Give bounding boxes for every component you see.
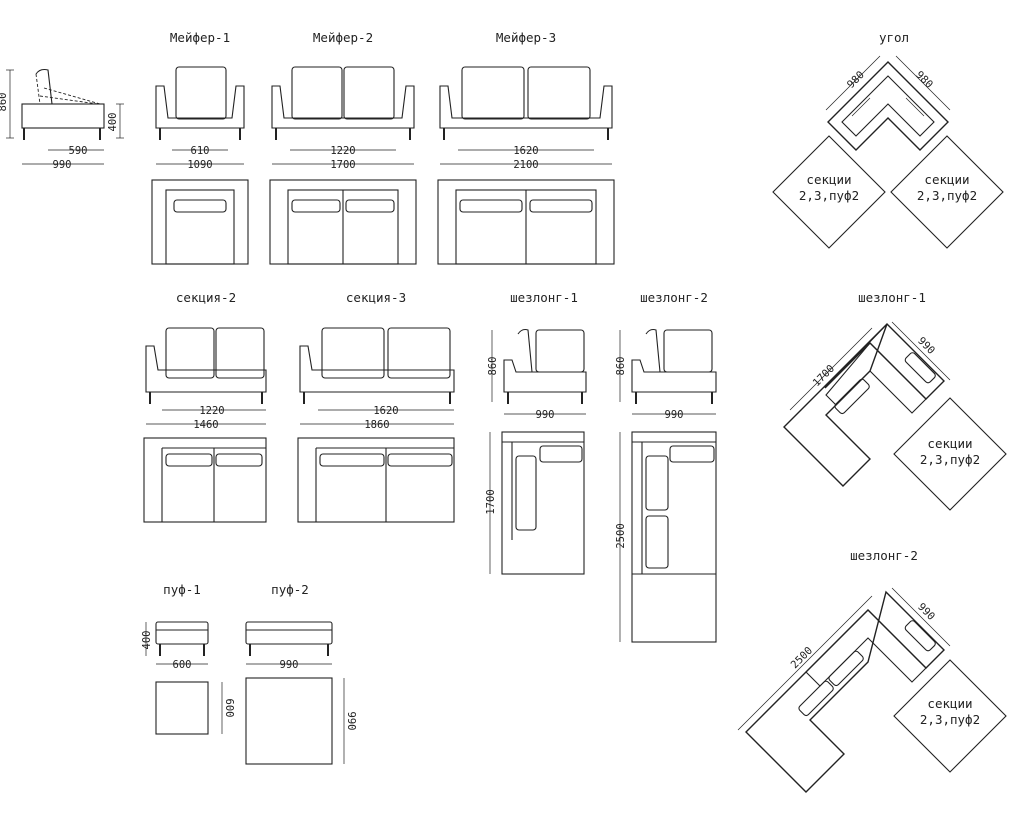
chaise-1-width: 990: [536, 409, 555, 421]
corner-left-sections-line1: секции: [806, 172, 851, 187]
mayfair-3-seat-width: 1620: [513, 145, 538, 157]
corner-title: угол: [879, 30, 909, 45]
chaise-1-drawing: шезлонг-1 860 990 1700: [485, 290, 587, 575]
side-view: 860 400 590 990: [0, 68, 124, 171]
mayfair-3-drawing: Мейфер-3 1620 2100: [437, 30, 615, 265]
pouf-1-drawing: пуф-1 400 600 600: [141, 582, 235, 735]
pouf-1-title: пуф-1: [163, 582, 201, 597]
mayfair-1-seat-width: 610: [191, 145, 210, 157]
section-3-title: секция-3: [346, 290, 406, 305]
pouf-1-height: 400: [141, 631, 153, 650]
corner-right-sections-line2: 2,3,пуф2: [917, 188, 977, 203]
corner-chaise-1-width: 990: [915, 335, 937, 357]
mayfair-2-title: Мейфер-2: [313, 30, 373, 45]
section-2-title: секция-2: [176, 290, 236, 305]
corner-right-sections-line1: секции: [924, 172, 969, 187]
chaise-2-height: 860: [615, 357, 627, 376]
pouf-2-depth: 990: [345, 712, 357, 731]
chaise-2-title: шезлонг-2: [640, 290, 708, 305]
section-2-drawing: секция-2 1220 1460: [143, 290, 267, 523]
side-depth-inner-label: 590: [69, 145, 88, 157]
corner-chaise-1-sections-line1: секции: [927, 436, 972, 451]
mayfair-1-width: 1090: [187, 159, 212, 171]
corner-left-sections-line2: 2,3,пуф2: [799, 188, 859, 203]
section-3-width: 1860: [364, 419, 389, 431]
side-seat-height-label: 400: [107, 113, 119, 132]
mayfair-1-drawing: Мейфер-1 610 1090: [151, 30, 249, 265]
mayfair-3-width: 2100: [513, 159, 538, 171]
chaise-1-height: 860: [487, 357, 499, 376]
corner-chaise-2-sections-line2: 2,3,пуф2: [920, 712, 980, 727]
section-2-seat-width: 1220: [199, 405, 224, 417]
corner-chaise-1-drawing: шезлонг-1 1700 990 секции 2,3,пуф2: [783, 290, 1007, 511]
mayfair-3-title: Мейфер-3: [496, 30, 556, 45]
corner-chaise-2-width: 990: [915, 601, 937, 623]
pouf-2-drawing: пуф-2 990 990: [245, 582, 357, 765]
section-3-drawing: секция-3 1620 1860: [297, 290, 455, 523]
mayfair-2-seat-width: 1220: [330, 145, 355, 157]
pouf-1-depth: 600: [223, 699, 235, 718]
corner-chaise-2-sections-line1: секции: [927, 696, 972, 711]
chaise-2-width: 990: [665, 409, 684, 421]
pouf-2-title: пуф-2: [271, 582, 309, 597]
corner-chaise-2-drawing: шезлонг-2 2500 990 секции 2,3,пуф2: [737, 548, 1007, 793]
mayfair-2-drawing: Мейфер-2 1220 1700: [269, 30, 417, 265]
chaise-1-title: шезлонг-1: [510, 290, 578, 305]
chaise-2-drawing: шезлонг-2 860 990 2500: [615, 290, 717, 643]
chaise-1-length: 1700: [485, 489, 497, 514]
section-2-width: 1460: [193, 419, 218, 431]
section-3-seat-width: 1620: [373, 405, 398, 417]
corner-chaise-1-title: шезлонг-1: [858, 290, 926, 305]
side-depth-label: 990: [53, 159, 72, 171]
side-height-label: 860: [0, 93, 9, 112]
corner-chaise-2-title: шезлонг-2: [850, 548, 918, 563]
mayfair-2-width: 1700: [330, 159, 355, 171]
pouf-2-width: 990: [280, 659, 299, 671]
corner-right-dim: 980: [913, 69, 935, 91]
corner-drawing: угол 980 980 секции 2,3,пуф2 секции 2,3,…: [772, 30, 1004, 249]
pouf-1-width: 600: [173, 659, 192, 671]
chaise-2-length: 2500: [615, 523, 627, 548]
mayfair-1-title: Мейфер-1: [170, 30, 230, 45]
corner-chaise-1-sections-line2: 2,3,пуф2: [920, 452, 980, 467]
